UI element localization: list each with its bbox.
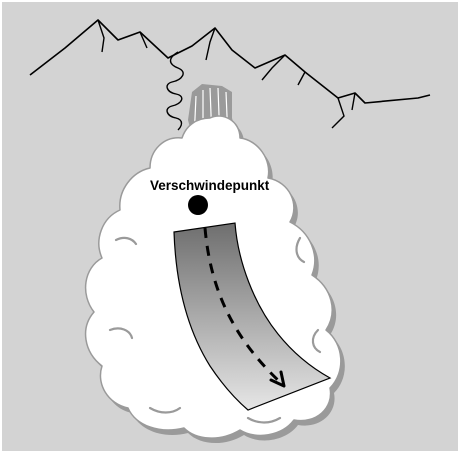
vanishing-point-marker <box>188 195 208 215</box>
vanishing-point-label: Verschwindepunkt <box>150 178 270 193</box>
